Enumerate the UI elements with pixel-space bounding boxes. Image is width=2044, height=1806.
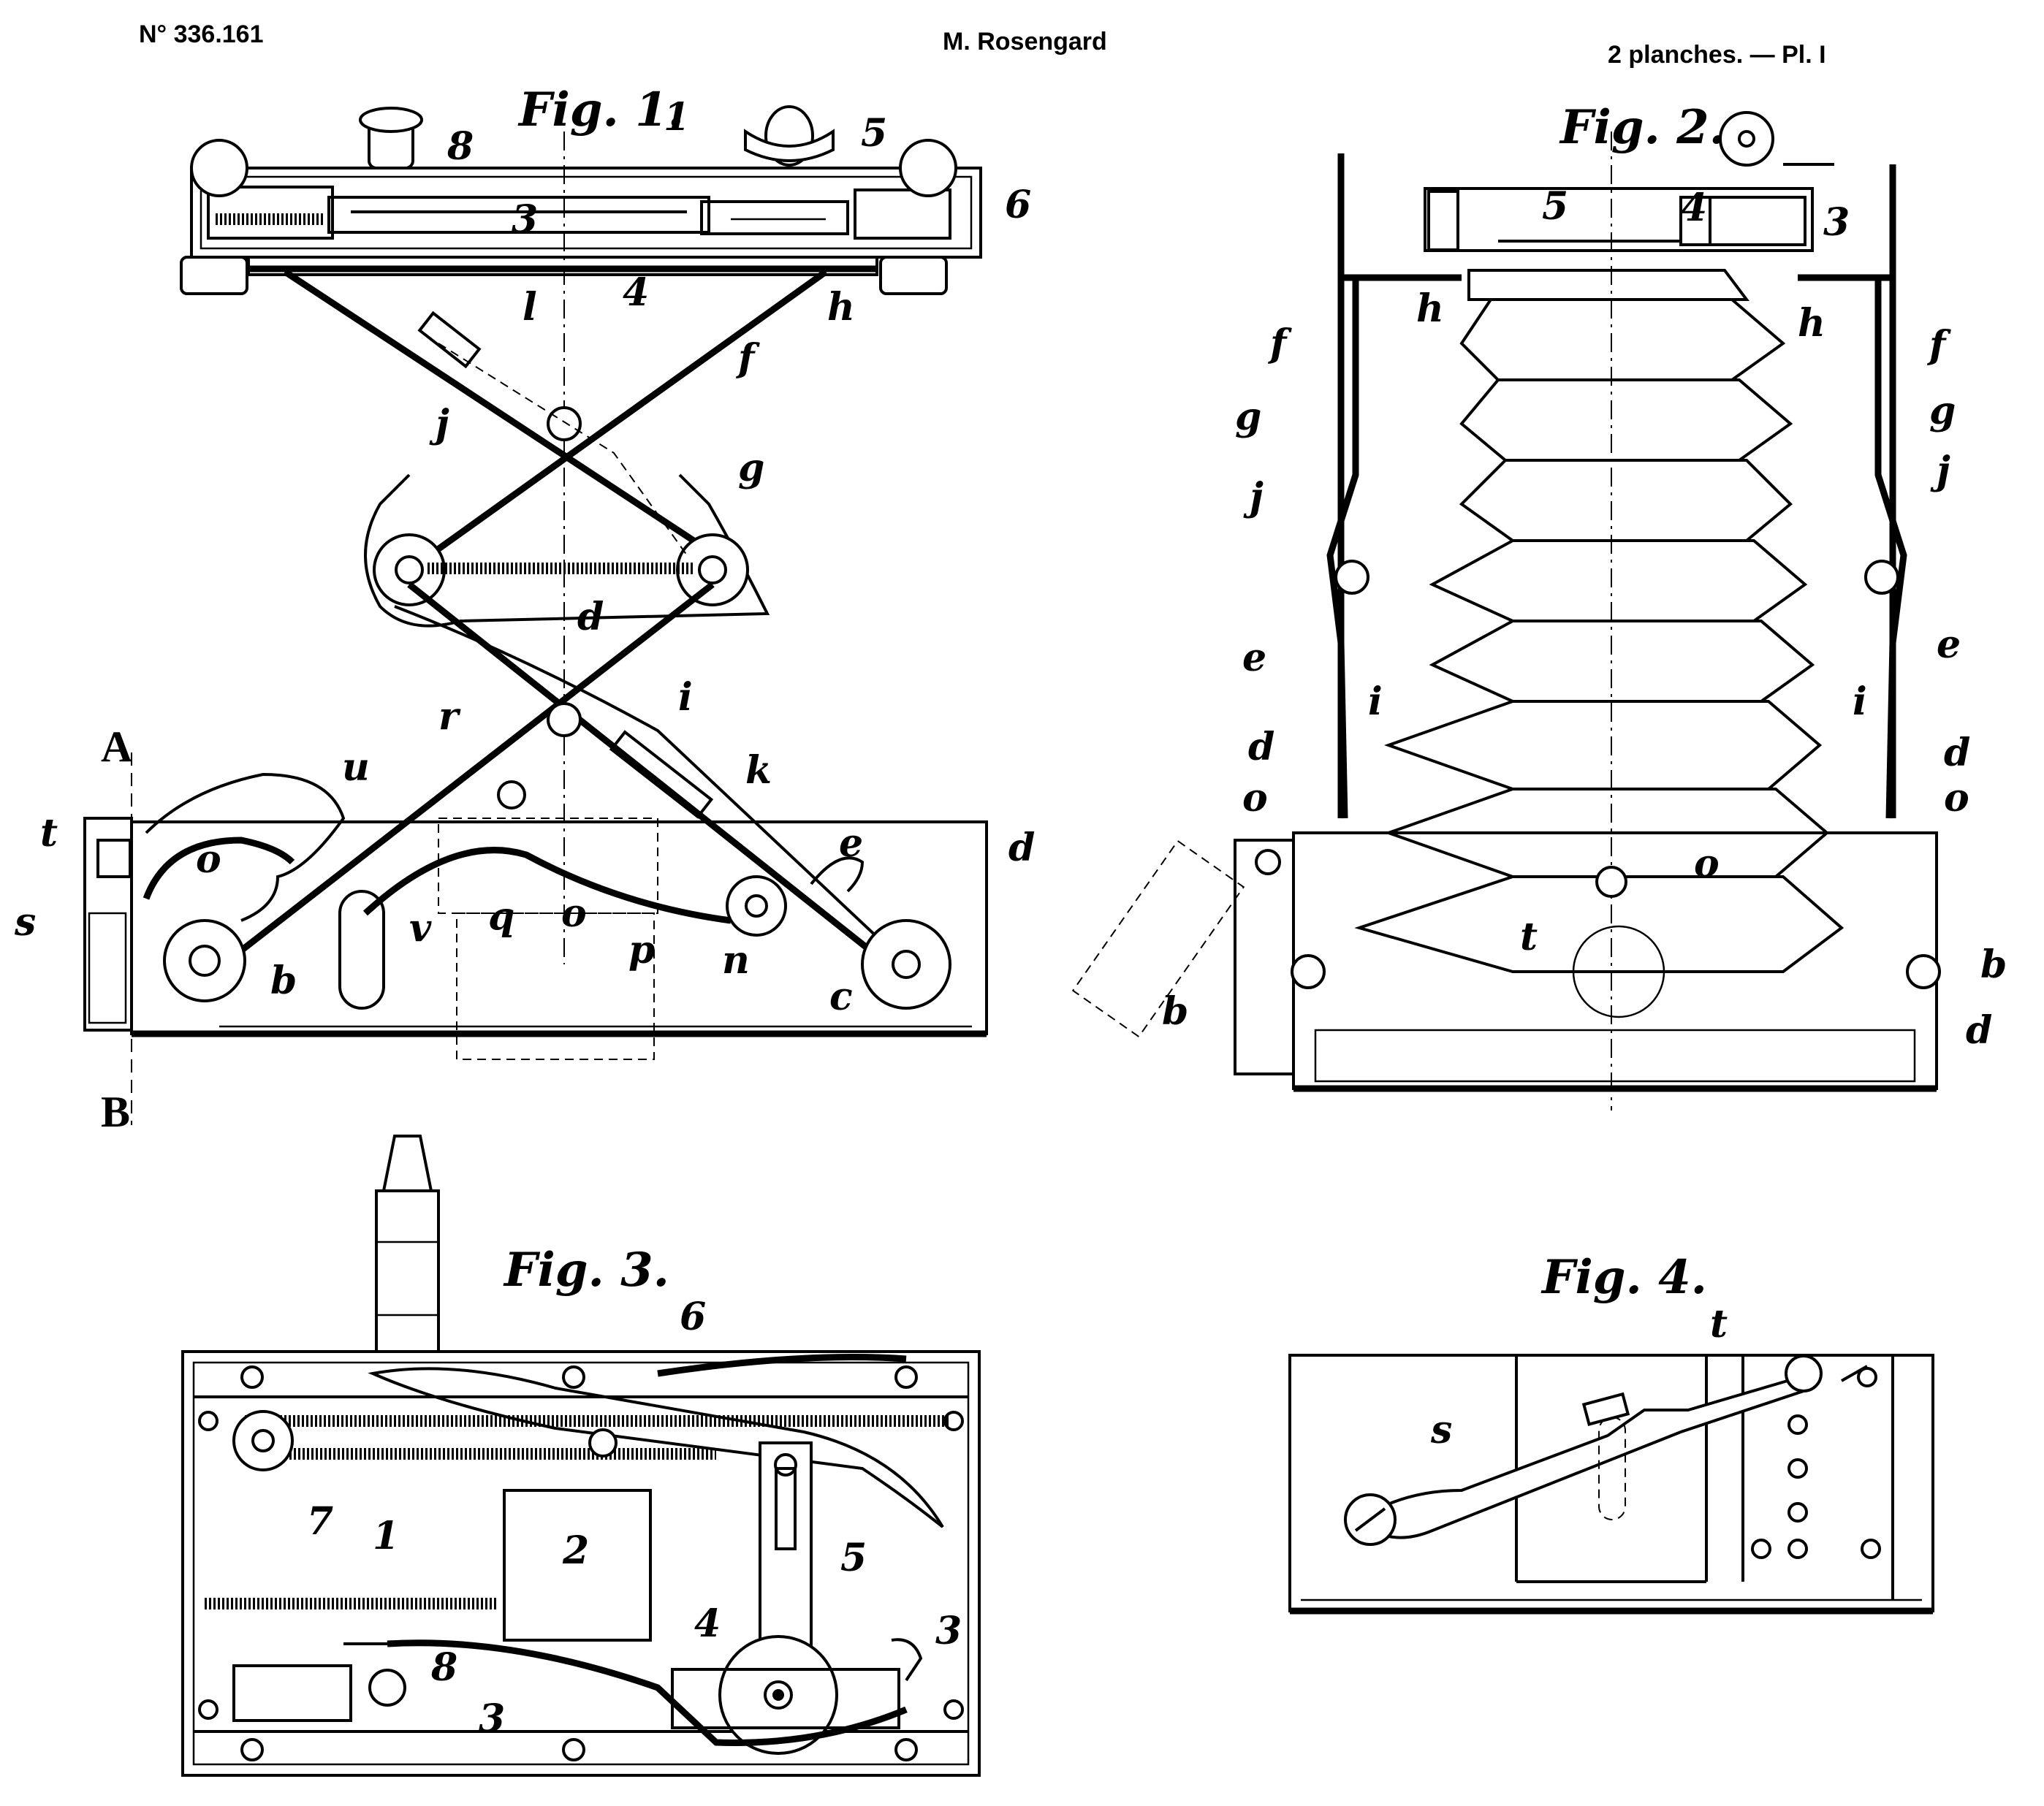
fig4-side-view — [1288, 1354, 1934, 1615]
fig1-label-d-mid: d — [577, 595, 604, 639]
fig1-label-5: 5 — [861, 111, 887, 156]
fig2-camera-front — [1071, 111, 1941, 1110]
fig1-label-u: u — [342, 745, 370, 790]
fig2-label-5: 5 — [1542, 184, 1568, 229]
fig1-label-t: t — [40, 811, 58, 856]
figure-1-title: Fig. 1. — [517, 83, 684, 137]
fig1-label-i: i — [678, 675, 693, 720]
fig2-label-4: 4 — [1681, 186, 1707, 230]
fig2-label-d-left: d — [1248, 725, 1274, 769]
fig1-label-q: q — [488, 894, 514, 939]
fig3-label-4: 4 — [694, 1601, 721, 1646]
fig3-label-5: 5 — [840, 1536, 867, 1580]
section-mark-a: A — [101, 723, 132, 771]
fig1-label-d-right: d — [1008, 826, 1035, 870]
figure-4: Fig. 4. t — [1288, 1250, 1934, 1615]
fig2-label-f-right: f — [1926, 323, 1951, 367]
fig2-label-h-left: h — [1416, 286, 1444, 331]
fig1-label-r: r — [438, 694, 461, 739]
fig2-label-b-left: b — [1162, 989, 1188, 1034]
fig1-label-b: b — [270, 959, 297, 1003]
fig2-label-f-left: f — [1267, 321, 1292, 366]
section-mark-b: B — [101, 1088, 130, 1136]
fig3-label-6: 6 — [680, 1295, 706, 1339]
fig1-label-j: j — [429, 402, 449, 446]
fig2-label-d-right: d — [1944, 731, 1970, 775]
figure-4-title: Fig. 4. — [1540, 1250, 1707, 1305]
fig2-label-j-right: j — [1930, 449, 1950, 493]
fig2-label-3: 3 — [1823, 200, 1850, 245]
fig1-lazy-tongs — [202, 269, 908, 982]
fig2-label-g-right: g — [1929, 389, 1956, 433]
fig1-label-o-left: o — [196, 837, 221, 882]
fig1-label-g: g — [738, 446, 764, 490]
sheet-info: 2 planches. — Pl. I — [1608, 41, 1826, 69]
fig1-label-n: n — [722, 938, 750, 983]
figure-3-title: Fig. 3. — [503, 1243, 669, 1298]
fig1-labels: 8 1 5 3 6 4 h l f j g d i r k u e d t o … — [14, 95, 1035, 1019]
fig1-label-p: p — [628, 928, 655, 972]
fig2-label-d-bottom: d — [1966, 1008, 1992, 1053]
fig1-label-e: e — [839, 821, 863, 866]
fig1-label-h: h — [827, 285, 855, 329]
fig1-label-l: l — [523, 285, 537, 329]
fig1-label-1: 1 — [664, 95, 690, 140]
sheet-header: N° 336.161 M. Rosengard 2 planches. — Pl… — [139, 20, 1826, 69]
fig2-label-h-right: h — [1798, 301, 1825, 346]
fig2-label-b-right: b — [1980, 942, 2007, 987]
fig3-shutter-plan — [181, 1135, 981, 1777]
fig1-label-3: 3 — [512, 197, 538, 242]
fig2-label-e-right: e — [1937, 622, 1961, 667]
figure-2: Fig. 2. — [1071, 100, 2007, 1110]
fig3-label-7: 7 — [307, 1499, 333, 1544]
fig3-label-2: 2 — [562, 1528, 589, 1573]
fig3-label-8: 8 — [430, 1645, 457, 1690]
fig1-label-4: 4 — [623, 270, 649, 315]
fig1-label-k: k — [745, 748, 772, 793]
figure-2-title: Fig. 2. — [1559, 100, 1725, 155]
fig2-label-i-right: i — [1853, 679, 1867, 724]
fig2-label-j-left: j — [1243, 475, 1264, 519]
fig3-label-3-right: 3 — [935, 1609, 962, 1653]
figure-1: Fig. 1. — [14, 83, 1035, 1136]
patent-number: N° 336.161 — [139, 20, 264, 48]
fig2-labels: 5 4 3 h h f f g g j j e e i i d d o o o … — [1162, 184, 2007, 1053]
fig1-label-s: s — [14, 900, 36, 945]
fig2-label-o-left: o — [1242, 776, 1268, 820]
fig1-label-v: v — [409, 906, 432, 950]
fig4-label-t: t — [1710, 1302, 1728, 1346]
fig1-label-f: f — [735, 336, 760, 381]
fig3-label-1: 1 — [373, 1514, 399, 1558]
fig2-label-o-center: o — [1694, 842, 1720, 886]
fig1-label-6: 6 — [1005, 183, 1031, 227]
fig2-label-e-left: e — [1242, 636, 1266, 680]
fig1-shutter-housing — [180, 105, 982, 964]
fig2-bellows — [1354, 269, 1844, 973]
fig1-label-c: c — [829, 975, 853, 1019]
fig3-labels: 6 7 1 2 5 4 3 8 3 — [307, 1295, 962, 1741]
fig4-label-s: s — [1430, 1408, 1452, 1452]
fig3-label-3-bottom: 3 — [479, 1696, 505, 1741]
fig2-label-o-right: o — [1944, 776, 1969, 820]
fig1-label-8: 8 — [447, 124, 474, 169]
fig4-labels: t s — [1430, 1302, 1728, 1452]
fig2-label-g-left: g — [1235, 395, 1261, 439]
fig1-label-o-mid: o — [561, 891, 587, 936]
fig1-base — [83, 752, 988, 1125]
figure-3: Fig. 3. — [181, 1135, 981, 1777]
fig2-label-i-left: i — [1368, 679, 1383, 724]
inventor-name: M. Rosengard — [943, 28, 1107, 56]
fig2-label-t: t — [1520, 915, 1538, 959]
